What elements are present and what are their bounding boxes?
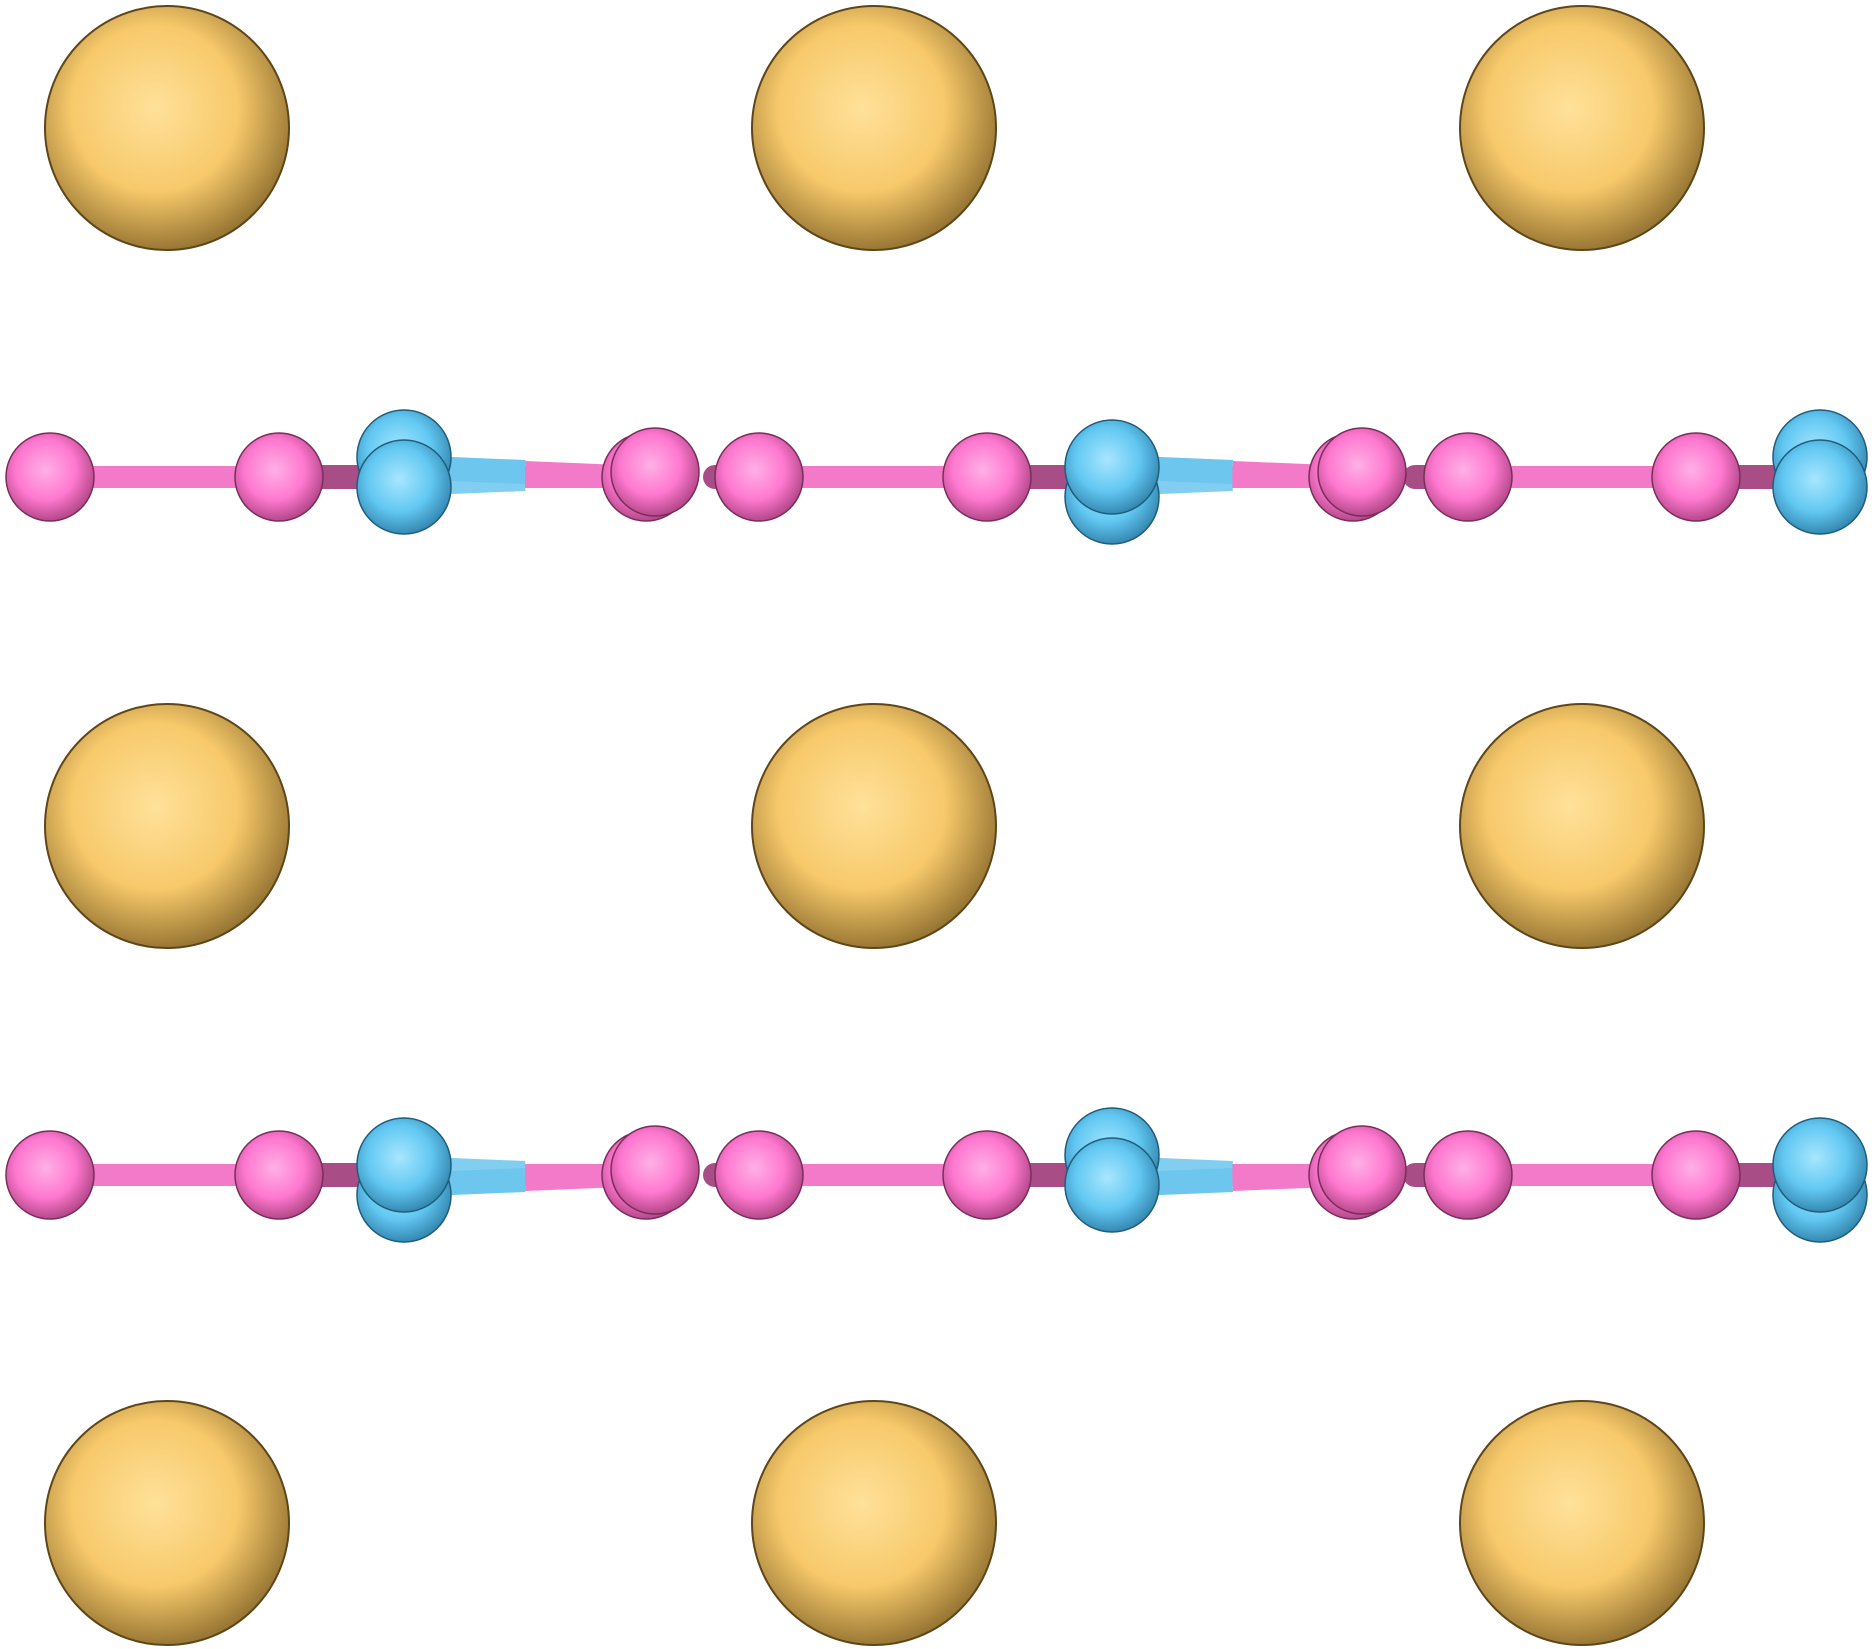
pink-atom xyxy=(942,432,1032,522)
blue-atom xyxy=(1064,1137,1160,1233)
pink-atom xyxy=(1423,1130,1513,1220)
blue-atom xyxy=(1772,1117,1868,1213)
pink-atom xyxy=(942,1130,1032,1220)
pink-atom xyxy=(714,1130,804,1220)
large-atom-grid xyxy=(44,5,1705,1646)
large-atom xyxy=(44,5,290,251)
pink-atom xyxy=(1423,432,1513,522)
pink-atom xyxy=(5,1130,95,1220)
large-atom xyxy=(751,703,997,949)
large-atom xyxy=(1459,5,1705,251)
pink-atom xyxy=(234,1130,324,1220)
large-atom xyxy=(1459,1400,1705,1646)
pink-atom xyxy=(610,427,700,517)
chain-layer xyxy=(5,1107,1868,1243)
large-atom xyxy=(1459,703,1705,949)
pink-atom xyxy=(1317,1125,1407,1215)
pink-atom xyxy=(610,1125,700,1215)
blue-atom xyxy=(1772,439,1868,535)
chain-layers xyxy=(5,409,1868,1243)
pink-atom xyxy=(714,432,804,522)
large-atom xyxy=(751,1400,997,1646)
blue-atom xyxy=(1064,419,1160,515)
pink-atom xyxy=(1651,432,1741,522)
large-atom xyxy=(751,5,997,251)
large-atom xyxy=(44,1400,290,1646)
blue-atom xyxy=(356,439,452,535)
pink-atom xyxy=(1317,427,1407,517)
pink-atom xyxy=(234,432,324,522)
pink-atom xyxy=(1651,1130,1741,1220)
large-atom xyxy=(44,703,290,949)
chain-layer xyxy=(5,409,1868,545)
blue-atom xyxy=(356,1117,452,1213)
pink-atom xyxy=(5,432,95,522)
